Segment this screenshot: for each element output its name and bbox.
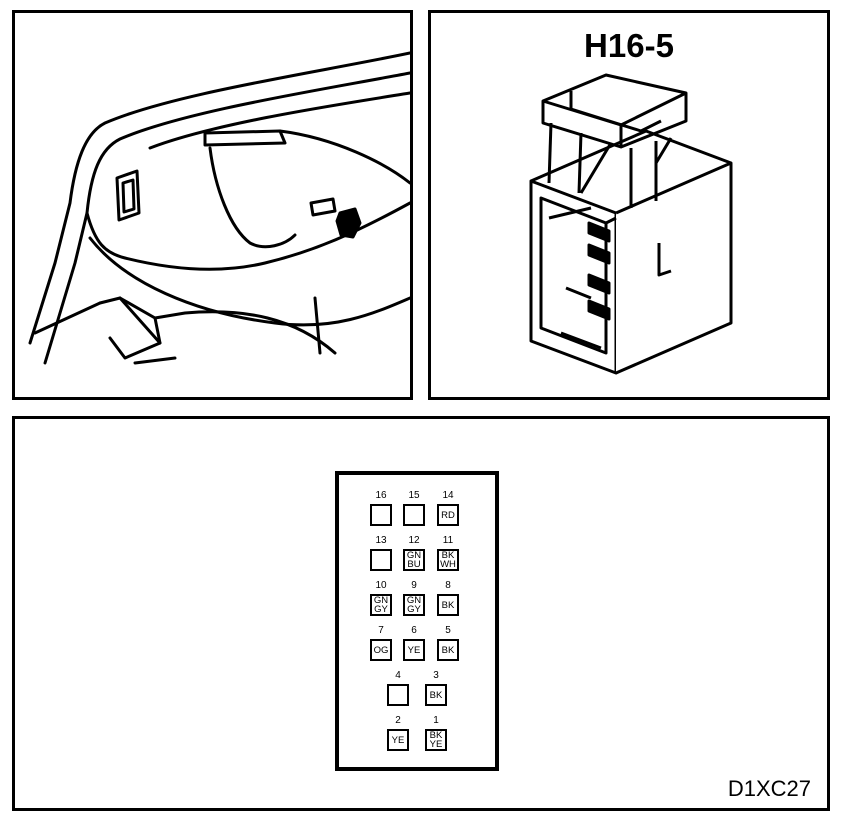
wire-color-label: GN GY [406,595,422,615]
wire-color-label: BK YE [429,730,443,750]
pin-number: 12 [408,535,420,546]
wire-color-label: GN BU [406,550,422,570]
pin-cavity: BK [437,594,459,616]
pin-cavity: BK [437,639,459,661]
pin-number: 9 [411,580,417,591]
pin-number: 11 [442,535,454,546]
wire-color-label: GN GY [373,595,389,615]
pin-number: 16 [375,490,387,501]
wire-color-label: BK [441,644,455,656]
pin-cavity: GN GY [403,594,425,616]
pin-number: 13 [375,535,387,546]
pin-cavity: GN BU [403,549,425,571]
pin-cavity: BK WH [437,549,459,571]
pin-cavity [370,504,392,526]
pin-number: 7 [378,625,384,636]
pin-cavity: RD [437,504,459,526]
wire-color-label: OG [373,644,389,656]
pin-cavity: GN GY [370,594,392,616]
connector-id: H16-5 [584,27,674,64]
pin-number: 14 [442,490,454,501]
pin-cavity [370,549,392,571]
pin-cavity [387,684,409,706]
connector-illustration [529,73,733,375]
pin-number: 2 [395,715,401,726]
pin-number: 3 [433,670,439,681]
pin-cavity [403,504,425,526]
connector-view-panel: H16-5 [428,10,830,400]
pin-cavity: OG [370,639,392,661]
wire-color-label: BK [441,599,455,611]
pin-number: 10 [375,580,387,591]
trunk-location-illustration [28,51,410,365]
pin-number: 1 [433,715,439,726]
connector-face-outline [335,471,499,771]
wire-color-label: RD [441,509,455,521]
pin-cavity: YE [387,729,409,751]
pin-cavity: YE [403,639,425,661]
location-view-panel [12,10,413,400]
pin-number: 8 [445,580,451,591]
pin-number: 5 [445,625,451,636]
wire-color-label: BK [429,689,443,701]
pin-cavity: BK [425,684,447,706]
pin-cavity: BK YE [425,729,447,751]
pin-number: 6 [411,625,417,636]
figure-code: D1XC27 [727,776,811,801]
pin-number: 15 [408,490,420,501]
wire-color-label: BK WH [440,550,456,570]
wire-color-label: YE [391,734,405,746]
wire-color-label: YE [407,644,421,656]
pin-number: 4 [395,670,401,681]
